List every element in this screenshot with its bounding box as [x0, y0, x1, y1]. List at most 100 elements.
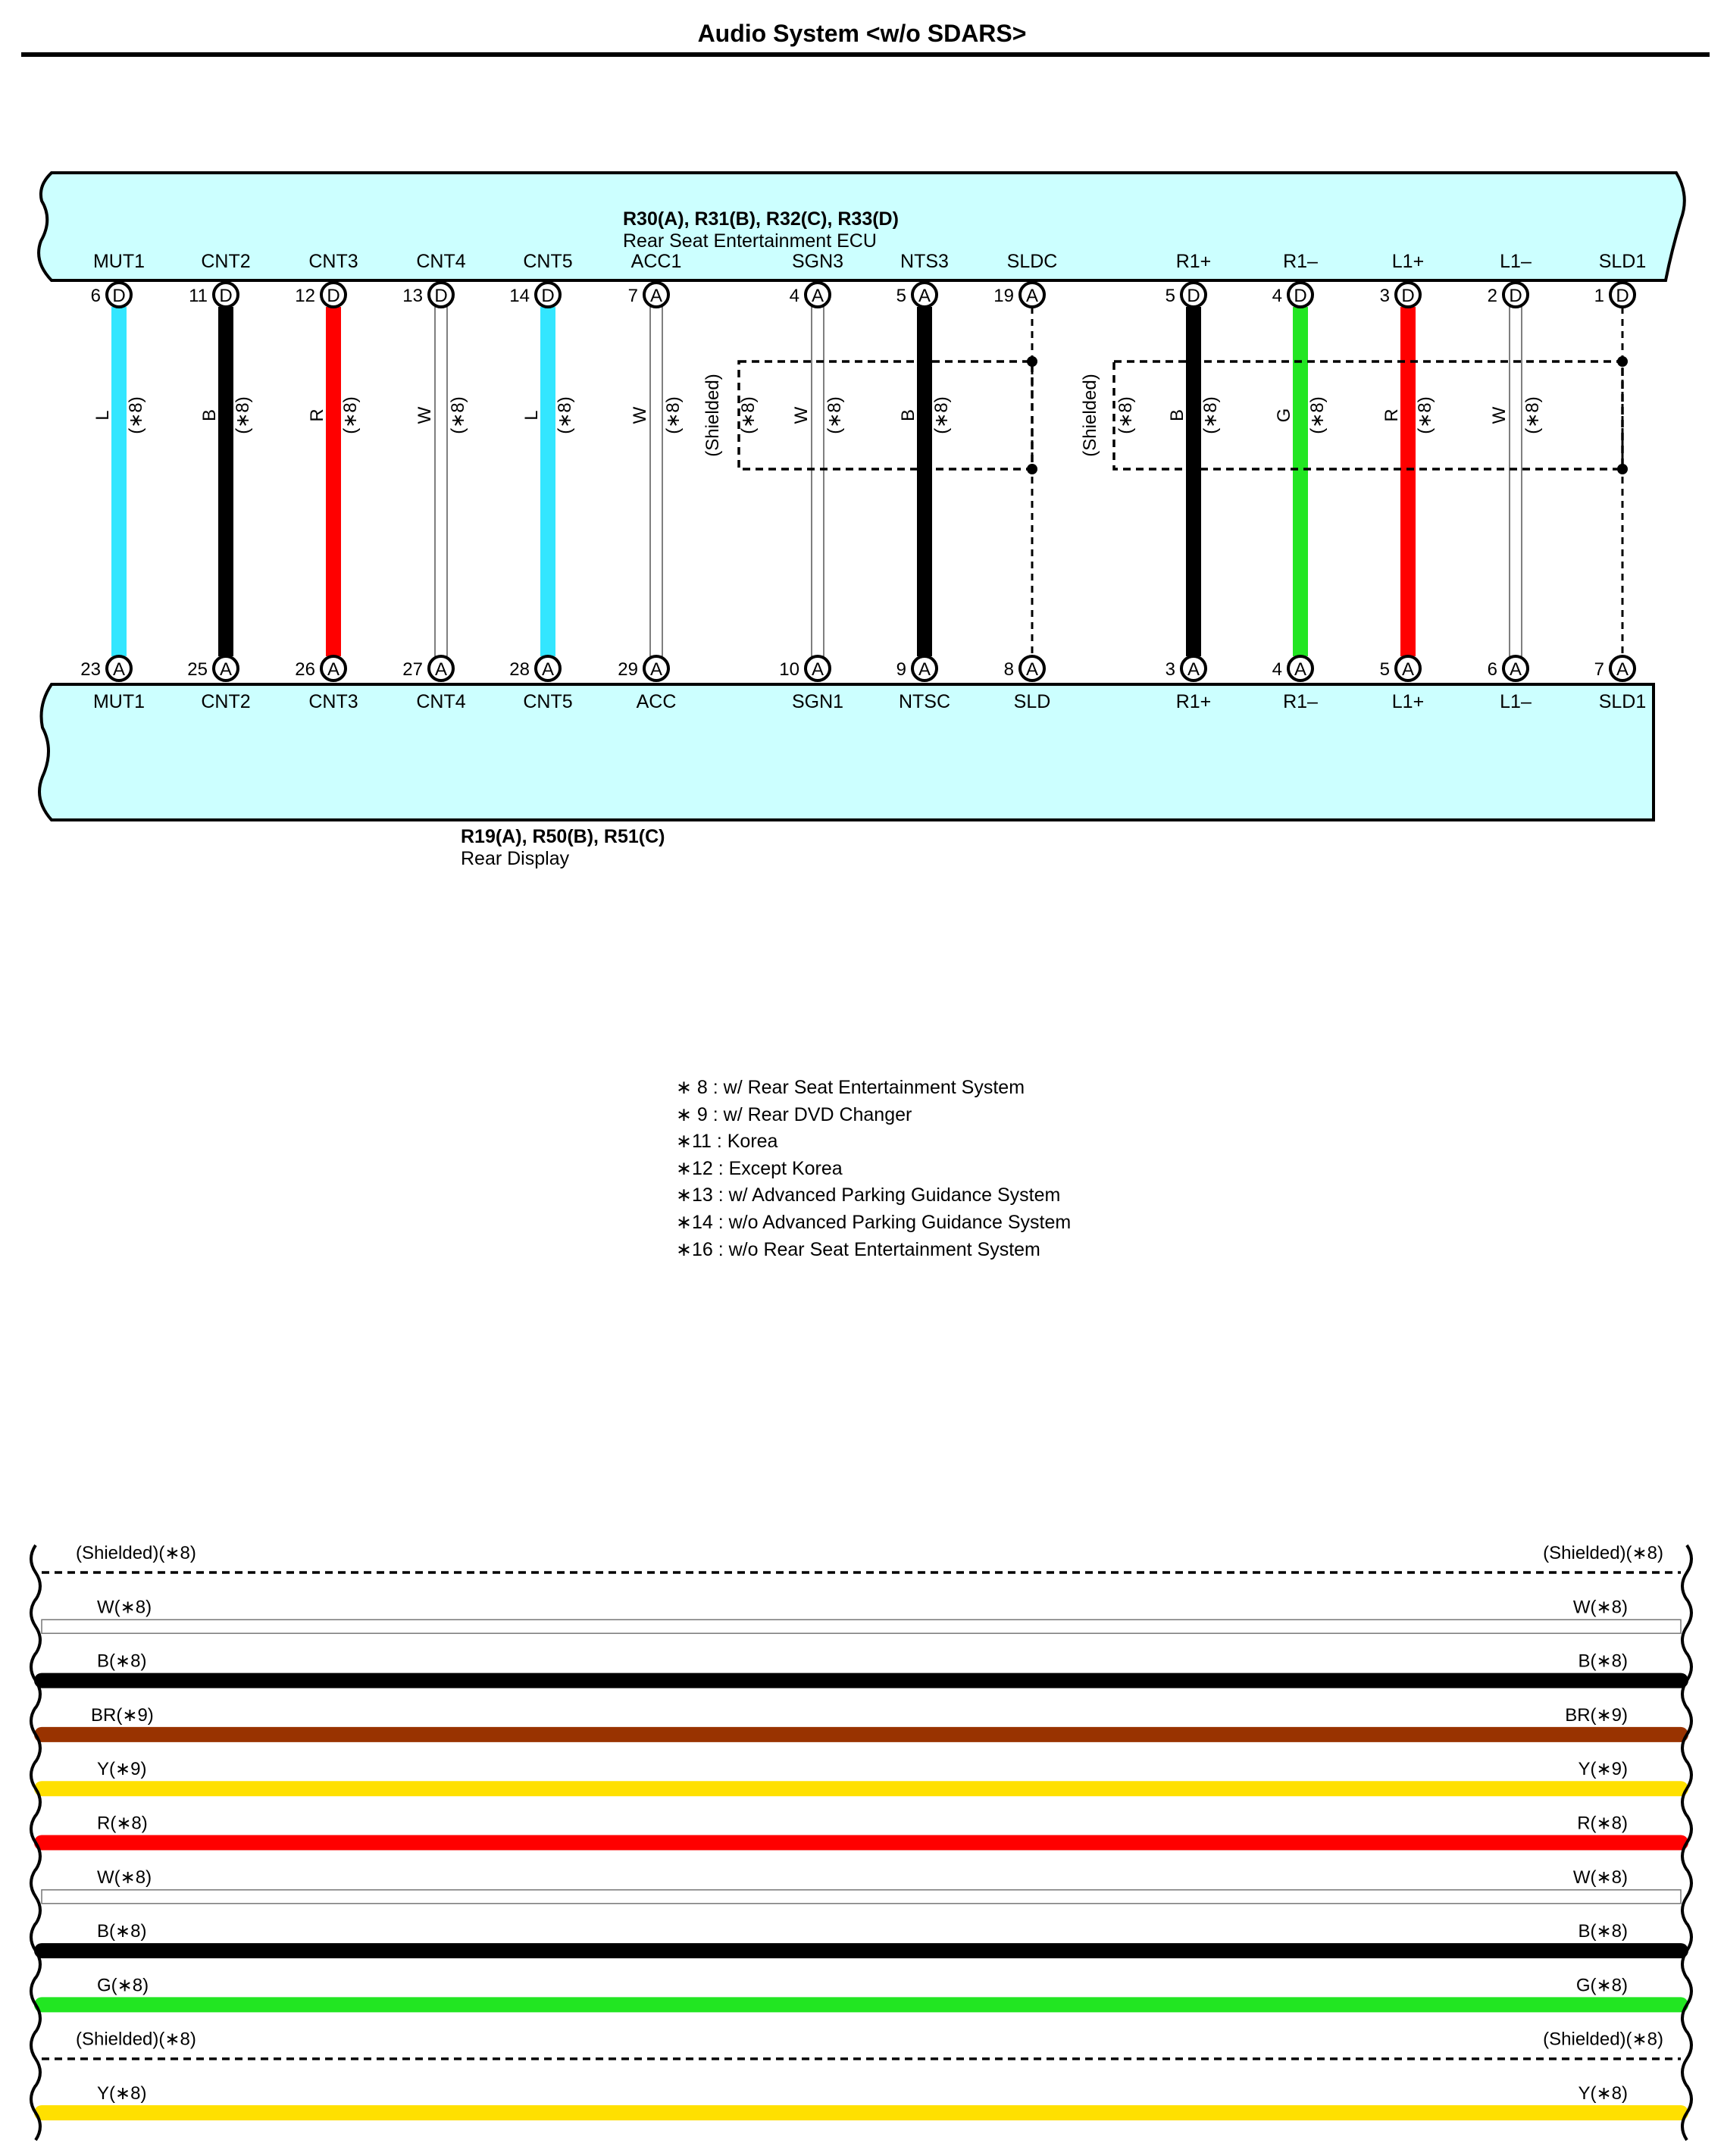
bottom-pin-name: CNT4: [416, 691, 465, 712]
shield-group: (Shielded) (∗8): [702, 356, 1037, 474]
harness-label-right: Y(∗9): [1579, 1759, 1628, 1779]
shield-note: (∗8): [1115, 396, 1136, 433]
bottom-pin-number: 23: [80, 659, 101, 680]
harness-break-left: [30, 1760, 42, 1817]
display-connector-ids: R19(A), R50(B), R51(C): [461, 826, 665, 847]
harness-row: (Shielded)(∗8)(Shielded)(∗8): [30, 2029, 1693, 2087]
top-pin-number: 11: [189, 286, 208, 306]
harness-label-right: R(∗8): [1577, 1813, 1628, 1834]
top-pin-terminal: [1502, 281, 1529, 308]
shield-junction: [1617, 464, 1628, 474]
top-pin-number: 4: [790, 286, 799, 306]
bottom-pin-connector: A: [1187, 659, 1200, 680]
top-pin-connector: D: [1401, 286, 1414, 306]
top-pin-connector: D: [1616, 286, 1629, 306]
top-pin-name: CNT2: [201, 251, 250, 272]
bottom-pin-connector: A: [1026, 659, 1038, 680]
harness-break-right: [1681, 2084, 1693, 2142]
footnote: ∗ 9 : w/ Rear DVD Changer: [676, 1103, 912, 1125]
top-pin-connector: D: [434, 286, 447, 306]
wire-line: [649, 306, 663, 657]
bottom-pin-number: 27: [402, 659, 423, 680]
top-pin-connector: D: [112, 286, 125, 306]
harness-label-left: G(∗8): [97, 1975, 149, 1995]
bottom-pin-terminal: [804, 655, 831, 682]
top-pin-terminal: [1394, 281, 1422, 308]
bottom-pin-terminal: [534, 655, 562, 682]
wire-note: (∗8): [126, 396, 146, 433]
harness-break-right: [1681, 1760, 1693, 1817]
bottom-pin-name: L1+: [1392, 691, 1424, 712]
wire-color-label: L: [92, 410, 113, 420]
harness-label-left: Y(∗9): [97, 1759, 146, 1779]
top-pin-terminal: [534, 281, 562, 308]
top-pin-terminal: [105, 281, 133, 308]
top-pin-terminal: [911, 281, 938, 308]
bottom-pin-connector: A: [1510, 659, 1522, 680]
bottom-pin-connector: A: [1402, 659, 1414, 680]
top-pin-terminal: [804, 281, 831, 308]
bottom-pin-name: SGN1: [792, 691, 843, 712]
harness-break-left: [30, 1598, 42, 1655]
bottom-pin-connector: A: [542, 659, 554, 680]
wire-line: [434, 306, 448, 657]
top-pin-number: 19: [993, 286, 1014, 306]
top-pin-terminal: [320, 281, 347, 308]
harness-label-left: BR(∗9): [91, 1705, 154, 1726]
shield-junction: [1027, 464, 1037, 474]
top-pin-connector: D: [1187, 286, 1200, 306]
top-pin-terminal: [1609, 281, 1636, 308]
harness-break-left: [30, 1706, 42, 1763]
top-pin-connector: A: [918, 286, 931, 306]
top-pin-number: 5: [896, 286, 906, 306]
top-pin-name: SGN3: [792, 251, 843, 272]
bottom-pin-number: 29: [618, 659, 638, 680]
shield-junction: [1617, 356, 1628, 367]
bottom-pin-terminal: [1180, 655, 1207, 682]
harness-row: Y(∗9) Y(∗9): [30, 1759, 1693, 1817]
harness-row: W(∗8)W(∗8): [30, 1597, 1693, 1655]
bottom-pin-connector: A: [113, 659, 125, 680]
harness-break-right: [1681, 1868, 1693, 1925]
bottom-pin-terminal: [1394, 655, 1422, 682]
wire-note: (∗8): [1200, 396, 1221, 433]
top-pin-connector: D: [327, 286, 339, 306]
bottom-pin-terminal: [1609, 655, 1636, 682]
harness-break-right: [1681, 1706, 1693, 1763]
bottom-pin-terminal: [1502, 655, 1529, 682]
top-pin-connector: D: [1509, 286, 1522, 306]
bottom-pin-connector: A: [435, 659, 447, 680]
harness-break-left: [30, 2030, 42, 2087]
harness-label-left: B(∗8): [97, 1921, 146, 1942]
top-pin-name: R1+: [1176, 251, 1212, 272]
top-pin-terminal: [1180, 281, 1207, 308]
top-pin-connector: A: [1026, 286, 1038, 306]
wire-color-label: B: [1167, 409, 1187, 421]
harness-label-left: Y(∗8): [97, 2083, 146, 2104]
harness-label-right: (Shielded)(∗8): [1543, 2029, 1663, 2050]
shield-note: (∗8): [738, 396, 759, 433]
top-pin-connector: A: [812, 286, 824, 306]
top-pin-connector: D: [541, 286, 554, 306]
harness-break-left: [30, 1652, 42, 1709]
ecu-connector-ids: R30(A), R31(B), R32(C), R33(D): [623, 208, 899, 230]
bottom-pin-number: 7: [1594, 659, 1604, 680]
bottom-pin-number: 6: [1488, 659, 1497, 680]
wire-note: (∗8): [448, 396, 468, 433]
wire-note: (∗8): [1522, 396, 1543, 433]
top-pin-name: CNT4: [416, 251, 465, 272]
top-pin-name: SLDC: [1007, 251, 1058, 272]
harness-break-right: [1681, 1814, 1693, 1871]
harness-label-right: BR(∗9): [1565, 1705, 1628, 1726]
harness-row: G(∗8)G(∗8): [30, 1975, 1693, 2033]
harness-row: (Shielded)(∗8)(Shielded)(∗8): [30, 1543, 1693, 1601]
harness-row: BR(∗9) BR(∗9): [30, 1705, 1693, 1763]
bottom-pin-name: MUT1: [93, 691, 145, 712]
shield-box: [1112, 360, 1624, 471]
shield-label: (Shielded): [702, 374, 723, 456]
